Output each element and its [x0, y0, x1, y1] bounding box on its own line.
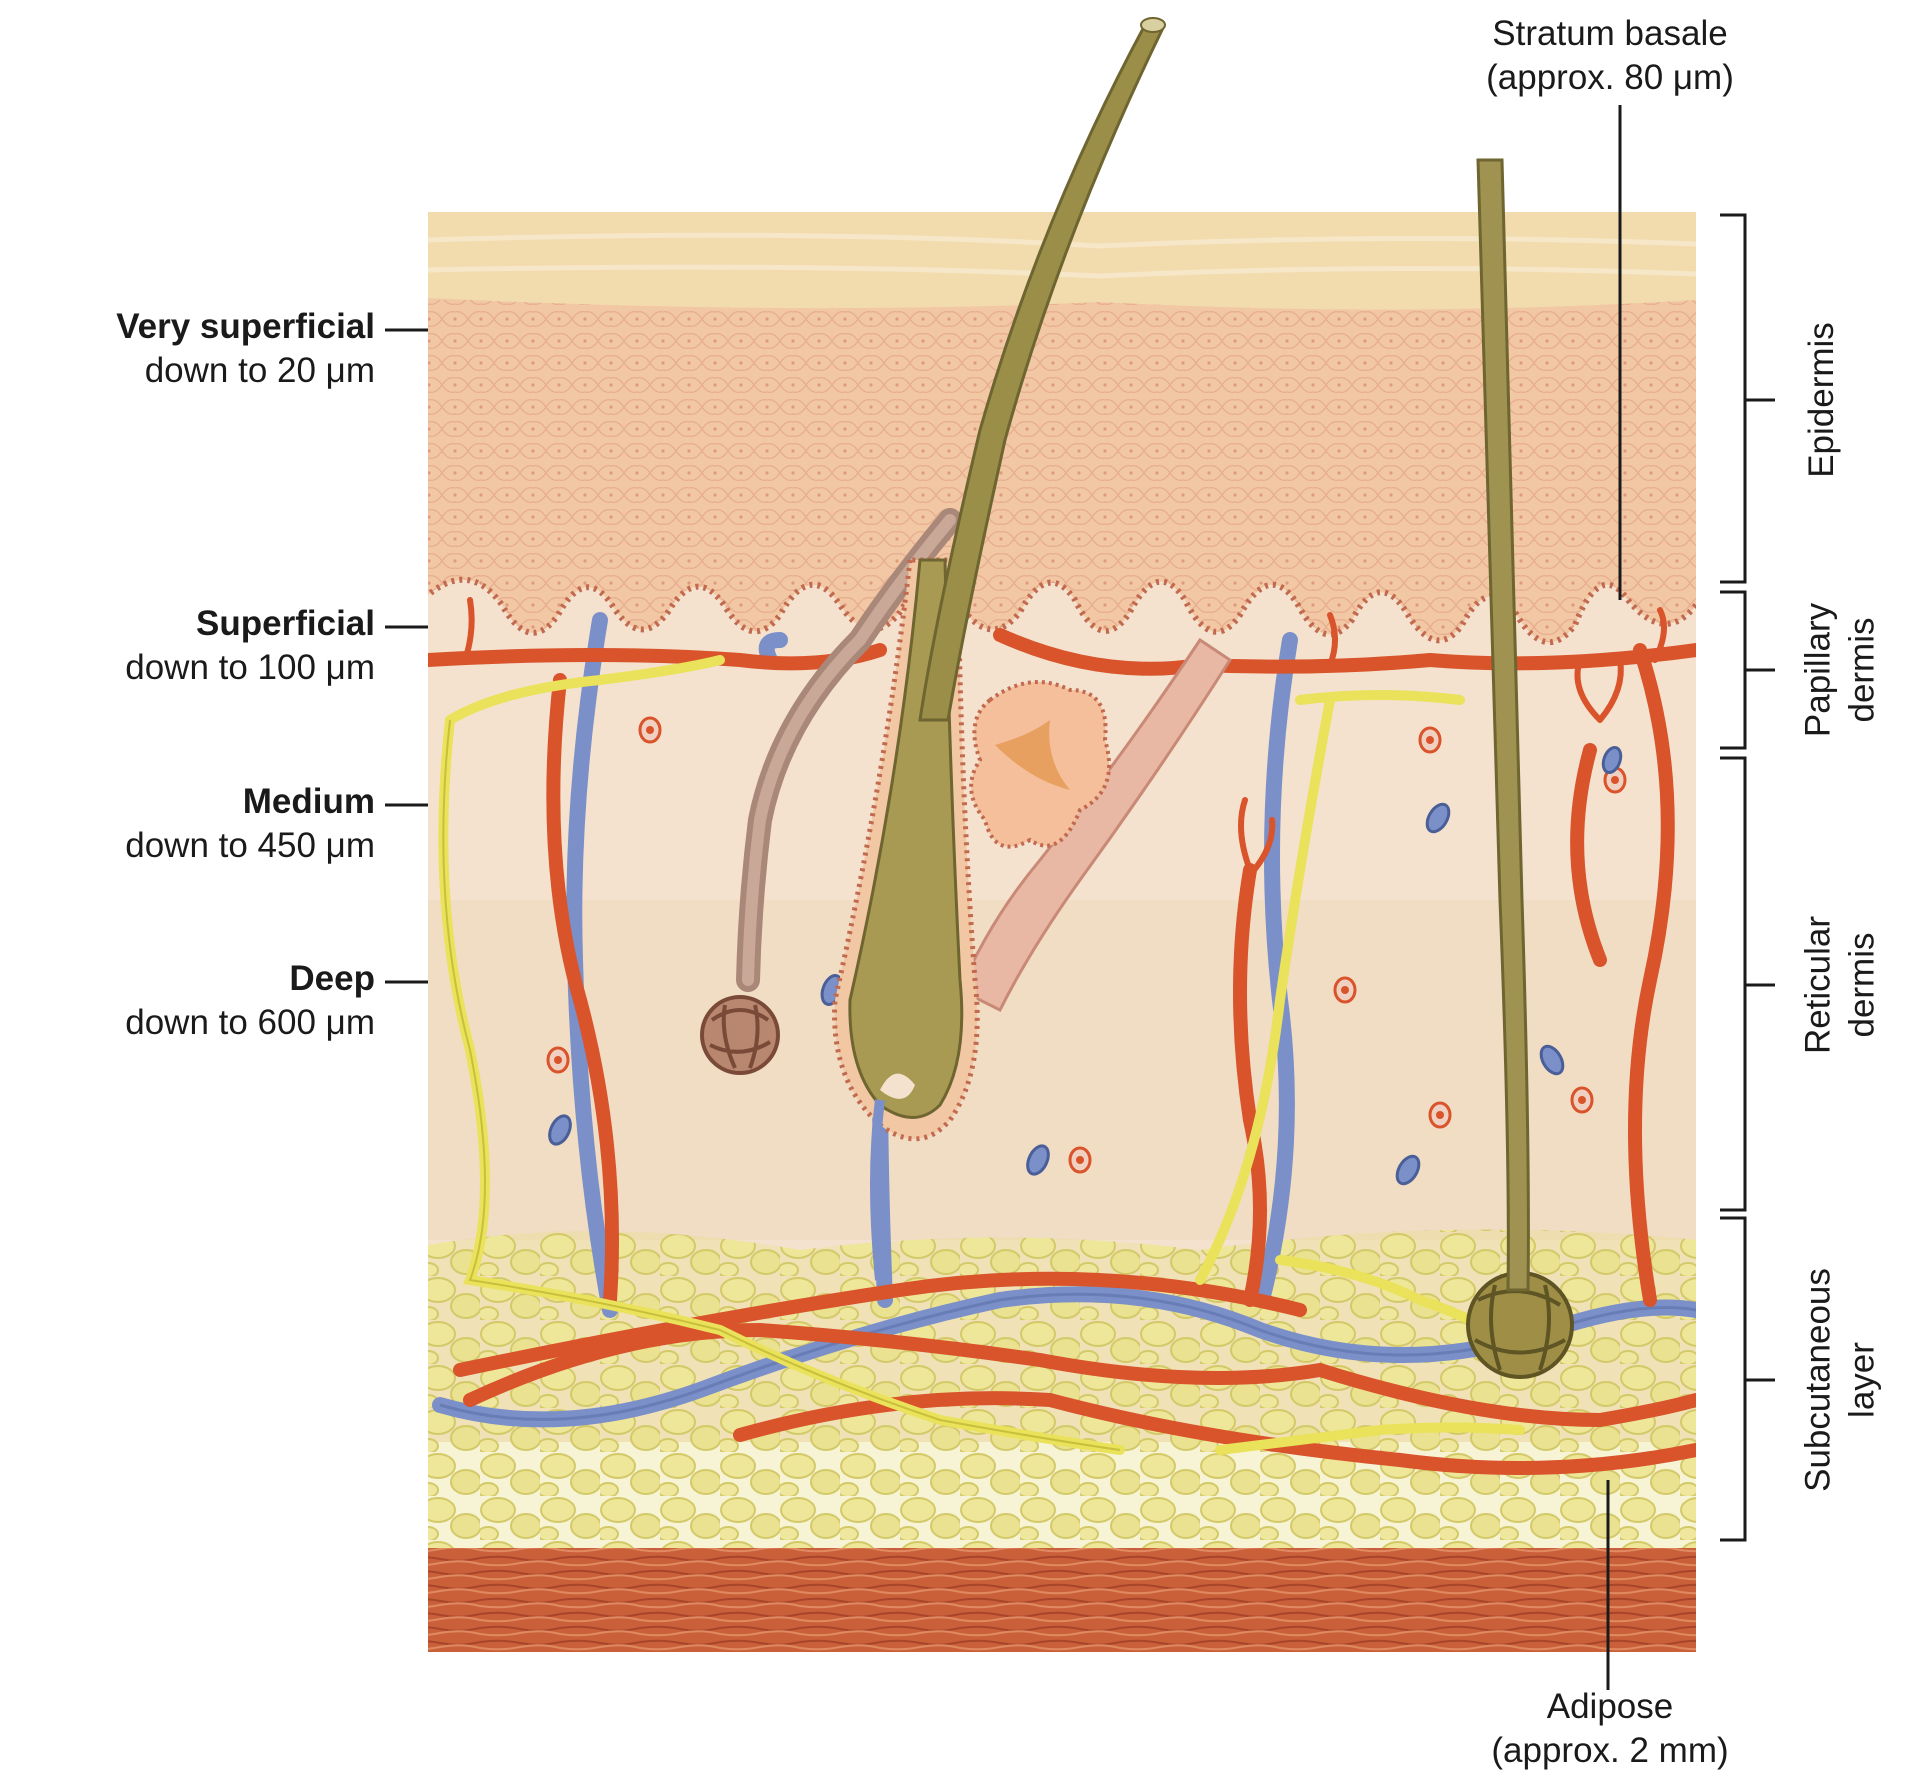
layer-label-line: Subcutaneous — [1798, 1268, 1838, 1492]
callout-adipose: Adipose (approx. 2 mm) — [1440, 1685, 1780, 1773]
layer-label-line: layer — [1842, 1342, 1881, 1418]
callout-title: Adipose — [1546, 1687, 1674, 1726]
depth-label-superficial: Superficial down to 100 μm — [125, 602, 375, 690]
layer-label-subcutaneous: Subcutaneous layer — [1796, 1268, 1884, 1492]
callout-value: (approx. 2 mm) — [1491, 1730, 1729, 1770]
layer-label-reticular-dermis: Reticular dermis — [1796, 916, 1884, 1054]
depth-label-medium: Medium down to 450 μm — [125, 780, 375, 868]
layer-label-epidermis: Epidermis — [1800, 322, 1844, 478]
depth-label-very-superficial: Very superficial down to 20 μm — [116, 305, 375, 393]
layer-label-papillary-dermis: Papillary dermis — [1796, 603, 1884, 737]
depth-leader-lines — [385, 328, 428, 984]
layer-label-line: dermis — [1842, 617, 1881, 723]
depth-label-title: Superficial — [196, 604, 375, 643]
dermal-cells — [546, 716, 1627, 1186]
depth-label-value: down to 600 μm — [125, 1002, 375, 1042]
layer-label-line: dermis — [1842, 932, 1881, 1038]
sweat-gland — [700, 508, 962, 1075]
layer-brackets — [1720, 213, 1775, 1542]
callout-stratum-basale: Stratum basale (approx. 80 μm) — [1440, 12, 1780, 100]
depth-label-deep: Deep down to 600 μm — [125, 957, 375, 1045]
hair-shaft-right — [1476, 158, 1530, 1292]
hair-shaft-left — [918, 23, 1165, 722]
depth-label-title: Medium — [242, 782, 375, 821]
layer-label-line: Reticular — [1798, 915, 1838, 1055]
depth-label-value: down to 20 μm — [144, 350, 375, 390]
depth-label-title: Deep — [289, 959, 375, 998]
depth-label-value: down to 450 μm — [125, 825, 375, 865]
depth-label-title: Very superficial — [116, 307, 375, 346]
layer-label-line: Papillary — [1798, 602, 1838, 738]
callout-title: Stratum basale — [1492, 14, 1728, 53]
depth-label-value: down to 100 μm — [125, 647, 375, 687]
callout-value: (approx. 80 μm) — [1486, 57, 1734, 97]
layer-label-line: Epidermis — [1802, 322, 1842, 478]
